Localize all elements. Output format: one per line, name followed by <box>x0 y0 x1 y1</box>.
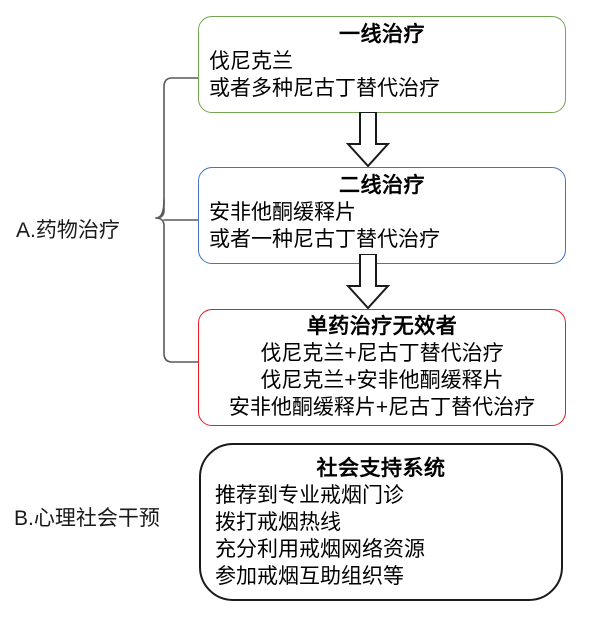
box-second-line-body: 安非他酮缓释片 或者一种尼古丁替代治疗 <box>199 199 565 253</box>
box-social-support-item-1: 推荐到专业戒烟门诊 <box>215 484 404 507</box>
group-label-psychosocial-intervention: B.心理社会干预 <box>14 507 160 530</box>
box-first-line-title: 一线治疗 <box>339 23 425 46</box>
box-monotherapy-failure-item-1: 伐尼克兰+尼古丁替代治疗 <box>260 342 504 365</box>
arrow-second-to-combo-icon <box>346 254 390 310</box>
box-social-support-system: 社会支持系统 推荐到专业戒烟门诊 拨打戒烟热线 充分利用戒烟网络资源 参加戒烟互… <box>199 443 563 601</box>
box-monotherapy-failure-item-3: 安非他酮缓释片+尼古丁替代治疗 <box>228 396 536 419</box>
box-second-line-title: 二线治疗 <box>339 174 425 197</box>
arrow-first-to-second-icon <box>346 112 390 168</box>
box-first-line-body: 伐尼克兰 或者多种尼古丁替代治疗 <box>199 48 565 102</box>
group-label-drug-therapy: A.药物治疗 <box>16 219 120 242</box>
box-social-support-item-2: 拨打戒烟热线 <box>215 511 341 534</box>
box-first-line-item-2: 或者多种尼古丁替代治疗 <box>209 77 440 100</box>
box-monotherapy-failure: 单药治疗无效者 伐尼克兰+尼古丁替代治疗 伐尼克兰+安非他酮缓释片 安非他酮缓释… <box>198 309 566 426</box>
box-first-line-item-1: 伐尼克兰 <box>209 50 293 73</box>
box-first-line-treatment: 一线治疗 伐尼克兰 或者多种尼古丁替代治疗 <box>198 16 566 113</box>
box-monotherapy-failure-item-2: 伐尼克兰+安非他酮缓释片 <box>260 369 504 392</box>
box-social-support-item-4: 参加戒烟互助组织等 <box>215 565 404 588</box>
box-social-support-title: 社会支持系统 <box>316 457 446 480</box>
box-social-support-body: 推荐到专业戒烟门诊 拨打戒烟热线 充分利用戒烟网络资源 参加戒烟互助组织等 <box>201 482 561 590</box>
box-monotherapy-failure-title: 单药治疗无效者 <box>306 315 458 338</box>
box-monotherapy-failure-body: 伐尼克兰+尼古丁替代治疗 伐尼克兰+安非他酮缓释片 安非他酮缓释片+尼古丁替代治… <box>199 340 565 421</box>
box-second-line-item-1: 安非他酮缓释片 <box>209 201 356 224</box>
box-second-line-item-2: 或者一种尼古丁替代治疗 <box>209 228 440 251</box>
box-social-support-item-3: 充分利用戒烟网络资源 <box>215 538 425 561</box>
box-second-line-treatment: 二线治疗 安非他酮缓释片 或者一种尼古丁替代治疗 <box>198 167 566 264</box>
